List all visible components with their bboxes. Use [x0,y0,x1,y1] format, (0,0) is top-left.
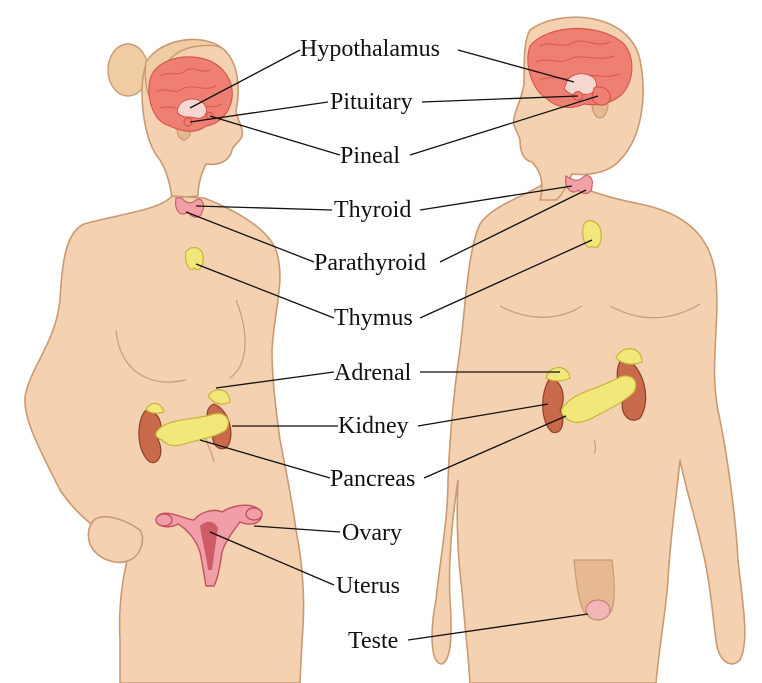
label-kidney: Kidney [338,413,409,439]
male-figure [432,17,745,683]
label-thyroid: Thyroid [334,197,411,223]
label-thymus: Thymus [334,305,413,331]
label-adrenal: Adrenal [334,360,412,386]
label-uterus: Uterus [336,573,400,599]
label-parathyroid: Parathyroid [314,250,426,276]
label-ovary: Ovary [342,520,402,546]
label-teste: Teste [348,628,398,654]
labels: Hypothalamus Pituitary Pineal Thyroid Pa… [300,36,440,654]
male-thyroid-icon [566,176,593,194]
female-ovary-left-icon [156,514,172,526]
male-teste-icon [586,600,610,620]
label-pancreas: Pancreas [330,466,415,492]
female-ovary-right-icon [246,508,262,520]
female-figure [25,39,304,683]
label-pineal: Pineal [340,143,400,169]
label-pituitary: Pituitary [330,89,413,115]
label-hypothalamus: Hypothalamus [300,36,440,62]
male-pineal-icon [592,87,610,105]
